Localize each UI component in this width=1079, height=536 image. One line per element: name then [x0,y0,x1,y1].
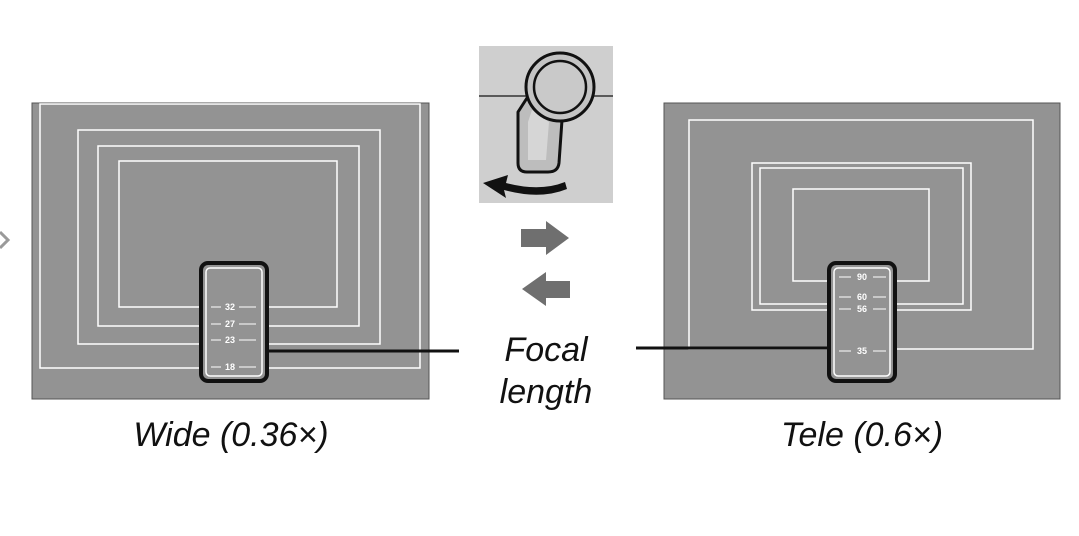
wide-scale-box-inner [205,267,263,377]
focal-length-label-line1: Focal [504,331,589,369]
wide-scale-box [199,261,269,383]
focal-length-label-line2: length [500,373,593,411]
wide-scale-label-27: 27 [225,319,235,329]
tele-viewfinder: 90 60 56 35 Tele (0.6×) [663,102,1061,454]
wide-focal-scale: 32 27 23 18 [199,261,269,383]
tele-caption: Tele (0.6×) [781,416,943,454]
tele-scale-label-56: 56 [857,304,867,314]
wide-scale-label-23: 23 [225,335,235,345]
right-arrow-icon [521,221,569,255]
rotate-direction-arrow-icon [483,175,567,198]
wide-scale-label-32: 32 [225,302,235,312]
wide-viewfinder: 32 27 23 18 Wide (0.36×) [31,102,430,454]
tele-scale-label-90: 90 [857,272,867,282]
lever-knob-inner [532,59,588,115]
wide-scale-label-18: 18 [225,362,235,372]
left-edge-arrow-fragment [0,230,11,250]
tele-scale-box-inner [833,267,891,377]
left-arrow-icon [522,272,570,306]
zoom-switch-illustration [479,46,613,203]
wide-caption: Wide (0.36×) [133,416,328,454]
tele-scale-label-60: 60 [857,292,867,302]
tele-focal-scale: 90 60 56 35 [827,261,897,383]
zoom-lever-highlight [528,110,549,160]
tele-scale-label-35: 35 [857,346,867,356]
